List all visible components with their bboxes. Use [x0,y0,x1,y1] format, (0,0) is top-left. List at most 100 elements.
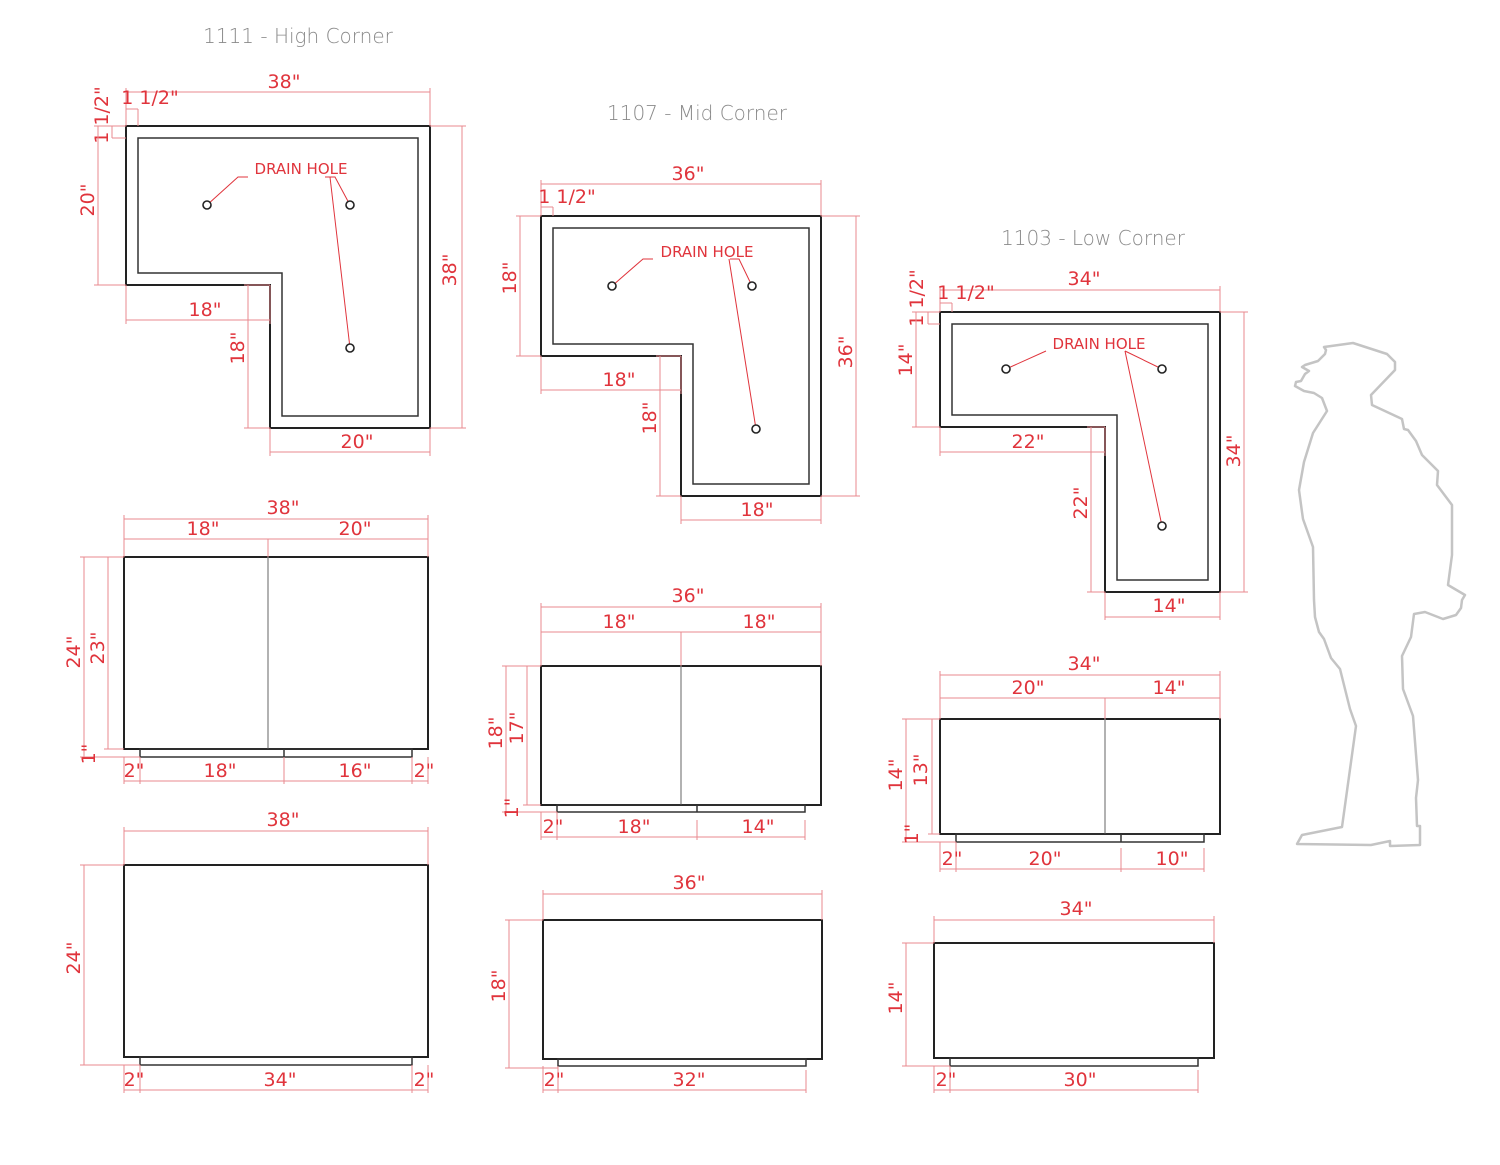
dim-base-height: 1" [78,744,100,765]
dim-overall-width: 36" [672,163,705,185]
dim-front-height: 14" [885,982,907,1015]
dim-body-height: 23" [87,632,109,665]
drain-hole-icon [202,200,212,210]
dim-notch-width: 18" [603,369,636,391]
dim-base-seg-right: 14" [742,816,775,838]
front-body [542,919,823,1060]
side-body [123,556,429,750]
plan-view-1111: 38" 1 1/2" 1 1/2" 20" 18" 18" 20" 38" DR… [77,71,466,456]
dim-notch-width: 22" [1012,431,1045,453]
dim-front-height: 18" [488,970,510,1003]
side-body [939,718,1221,835]
dim-overall-width: 38" [268,71,301,93]
plan-view-1107: 36" 1 1/2" 18" 18" 18" 18" 36" DRAIN HOL… [499,163,860,524]
drain-hole-icon [1001,364,1011,374]
dim-front-height: 24" [63,942,85,975]
dim-arm-width: 18" [741,499,774,521]
front-view-1103: 34" 14" 2" 30" [885,898,1215,1093]
dim-arm-depth: 18" [499,262,521,295]
drain-hole-icon [1157,521,1167,531]
plan-outline-inner [951,323,1209,581]
dim-front-base-width: 30" [1064,1069,1097,1091]
dim-wall: 1 1/2" [121,87,178,109]
dim-side-width: 38" [267,497,300,519]
dim-front-base-width: 34" [264,1069,297,1091]
dim-base-seg-left: 18" [618,816,651,838]
drain-hole-label: DRAIN HOLE [255,160,348,178]
title-1111: 1111 - High Corner [203,24,394,48]
dim-base-height: 1" [501,798,523,819]
front-base [949,1057,1199,1067]
dim-base-height: 1" [901,824,923,845]
dim-front-base-width: 32" [673,1069,706,1091]
dim-front-width: 36" [673,872,706,894]
human-silhouette-icon [1293,341,1467,848]
leader-line [1124,350,1163,370]
dim-side-width: 36" [672,585,705,607]
side-view-1111: 38" 18" 20" 24" 23" 1" 2" 18" 16" 2" [63,497,434,784]
front-view-1111: 38" 24" 2" 34" 2" [63,809,434,1093]
dim-total-height: 14" [885,759,907,792]
front-body [123,864,429,1058]
dim-base-seg-left: 18" [204,760,237,782]
dim-notch-depth: 18" [227,332,249,365]
dim-total-height: 24" [63,636,85,669]
dim-base-seg-left: 20" [1029,848,1062,870]
front-base [139,1056,413,1066]
dim-notch-depth: 18" [639,402,661,435]
dim-base-inset-right: 2" [414,760,435,782]
leader-line [730,258,753,287]
leader-line [206,176,248,206]
dim-overall-depth: 36" [835,336,857,369]
leader-line [329,176,351,349]
front-view-1107: 36" 18" 2" 32" [488,872,823,1093]
title-1107: 1107 - Mid Corner [607,101,788,125]
plan-outline-inner [137,137,419,417]
dim-arm-depth: 14" [895,344,917,377]
dim-base-inset-left: 2" [124,760,145,782]
dim-side-seg-right: 18" [743,611,776,633]
dim-front-width: 38" [267,809,300,831]
dim-wall-side: 1 1/2" [91,86,113,143]
dim-side-seg-right: 14" [1153,677,1186,699]
dim-wall-side: 1 1/2" [906,269,928,326]
front-base [557,1058,807,1067]
dim-front-inset-left: 2" [936,1069,957,1091]
dim-wall: 1 1/2" [937,282,994,304]
dim-arm-width: 14" [1153,595,1186,617]
front-body [933,942,1215,1059]
dim-side-seg-right: 20" [339,518,372,540]
dim-side-seg-left: 18" [603,611,636,633]
dim-notch-depth: 22" [1070,487,1092,520]
dim-base-seg-right: 10" [1156,848,1189,870]
drain-hole-label: DRAIN HOLE [1053,335,1146,353]
drain-hole-icon [345,343,355,353]
leader-line [1005,350,1047,370]
dim-notch-width: 18" [189,299,222,321]
dim-front-inset-left: 2" [544,1069,565,1091]
dim-arm-depth: 20" [77,184,99,217]
dim-overall-width: 34" [1068,268,1101,290]
dim-front-width: 34" [1060,898,1093,920]
plan-view-1103: 34" 1 1/2" 1 1/2" 14" 22" 22" 14" 34" DR… [895,268,1248,620]
drain-hole-icon [1157,364,1167,374]
dim-side-seg-left: 20" [1012,677,1045,699]
dim-overall-depth: 34" [1223,435,1245,468]
dim-body-height: 13" [910,754,932,787]
side-base [139,748,413,758]
leader-line [1124,350,1163,527]
dim-base-inset-left: 2" [543,816,564,838]
side-view-1103: 34" 20" 14" 14" 13" 1" 2" 20" 10" [885,653,1221,872]
dim-front-inset-left: 2" [124,1069,145,1091]
leader-line [325,176,351,206]
side-base [556,804,806,813]
dim-base-seg-right: 16" [339,760,372,782]
drain-hole-icon [607,281,617,291]
drain-hole-icon [345,200,355,210]
dim-front-inset-right: 2" [414,1069,435,1091]
planter-1111: 1111 - High Corner 38" 1 1/2" 1 1/2" 20"… [63,24,466,1093]
plan-outline-inner [552,227,810,485]
dim-base-inset-left: 2" [942,848,963,870]
dim-side-seg-left: 18" [187,518,220,540]
